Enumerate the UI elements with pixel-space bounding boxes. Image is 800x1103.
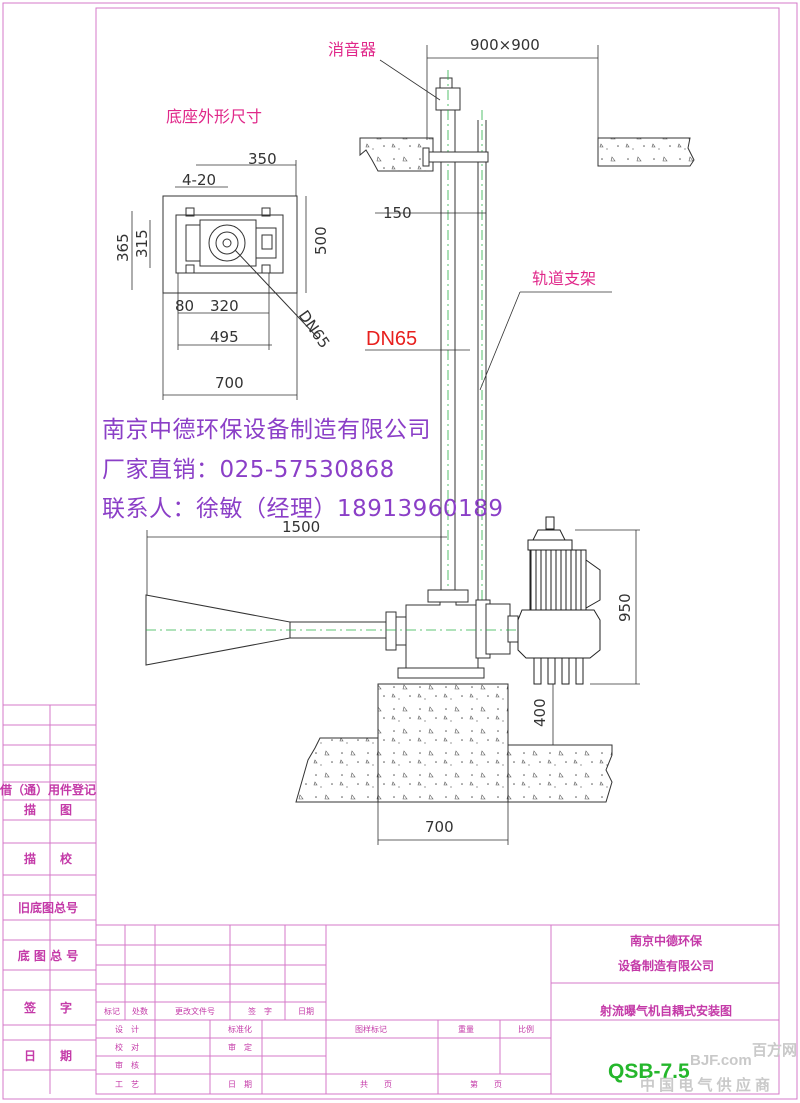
watermark-brand: 百方网 bbox=[752, 1041, 797, 1059]
dim-1500: 1500 bbox=[282, 518, 320, 536]
ejector-cone bbox=[145, 594, 407, 666]
overlay-company-name: 南京中德环保设备制造有限公司 bbox=[102, 417, 431, 443]
title-block bbox=[96, 924, 779, 1094]
base-dims-title: 底座外形尺寸 bbox=[166, 107, 262, 126]
col-count: 处数 bbox=[132, 1006, 148, 1016]
row-review: 审 核 bbox=[115, 1060, 139, 1070]
sheet-no: 第 页 bbox=[470, 1079, 502, 1089]
dim-900x900: 900×900 bbox=[470, 36, 540, 54]
margin-row-4: 旧底图总号 bbox=[18, 900, 78, 915]
margin-row-5: 底 图 总 号 bbox=[18, 948, 79, 963]
top-span-dimension bbox=[426, 45, 599, 140]
dim-80: 80 bbox=[175, 297, 194, 315]
base-plan-view bbox=[162, 195, 319, 339]
dim-495: 495 bbox=[210, 328, 239, 346]
dim-320: 320 bbox=[210, 297, 239, 315]
dim-350: 350 bbox=[248, 150, 277, 168]
row-audit: 审 定 bbox=[228, 1042, 252, 1052]
dn65-main-label: DN65 bbox=[366, 328, 417, 350]
dim-400: 400 bbox=[531, 698, 549, 727]
muffler-leader bbox=[379, 59, 441, 101]
top-bracket bbox=[422, 147, 489, 167]
dim-700-foundation: 700 bbox=[425, 818, 454, 836]
col-sign: 签 字 bbox=[248, 1006, 272, 1016]
dim-1500-line bbox=[146, 530, 447, 600]
row-date: 日 期 bbox=[228, 1080, 252, 1089]
watermark-slogan: 中 国 电 气 供 应 商 bbox=[640, 1076, 770, 1094]
dim-500: 500 bbox=[312, 226, 330, 255]
margin-row-3: 描 校 bbox=[24, 851, 73, 866]
rail-bracket-label: 轨道支架 bbox=[532, 269, 596, 288]
dim-700-foundation-line bbox=[377, 802, 509, 845]
muffler-label: 消音器 bbox=[328, 40, 376, 59]
watermark-logo: BJF.com bbox=[690, 1052, 752, 1069]
dim-700-base: 700 bbox=[215, 374, 244, 392]
margin-row-7: 日 期 bbox=[24, 1048, 72, 1063]
pump-motor bbox=[517, 516, 601, 685]
dim-4-20: 4-20 bbox=[182, 171, 216, 189]
title-company-2: 设备制造有限公司 bbox=[618, 958, 714, 973]
left-margin-table bbox=[3, 704, 96, 1094]
margin-row-1: 借（通）用件登记 bbox=[0, 782, 96, 797]
row-design: 设 计 bbox=[115, 1024, 139, 1034]
dim-365: 365 bbox=[114, 233, 132, 262]
mixing-chamber bbox=[397, 589, 519, 679]
row-process: 工 艺 bbox=[115, 1080, 139, 1089]
dim-315: 315 bbox=[133, 229, 151, 258]
margin-row-6: 签 字 bbox=[23, 1000, 72, 1015]
top-slab bbox=[359, 137, 695, 172]
dim-950: 950 bbox=[616, 593, 634, 622]
drawing-title: 射流曝气机自耦式安装图 bbox=[599, 1003, 732, 1018]
rail-leader bbox=[479, 291, 521, 391]
dn65-small-label: DN65 bbox=[295, 307, 334, 352]
dim-400-line bbox=[540, 684, 600, 746]
row-standardize: 标准化 bbox=[228, 1024, 252, 1034]
row-check: 校 对 bbox=[115, 1042, 139, 1052]
foundation bbox=[295, 683, 613, 803]
guide-rail bbox=[477, 120, 487, 600]
dim-950-line bbox=[575, 529, 640, 685]
title-company-1: 南京中德环保 bbox=[630, 933, 703, 948]
overlay-contact: 联系人：徐敏（经理）18913960189 bbox=[102, 496, 504, 522]
weight: 重量 bbox=[458, 1024, 474, 1034]
drawing-mark: 图样标记 bbox=[355, 1024, 387, 1034]
overlay-phone: 厂家直销：025-57530868 bbox=[102, 457, 395, 483]
col-change-doc: 更改文件号 bbox=[175, 1006, 215, 1016]
scale: 比例 bbox=[518, 1024, 534, 1034]
col-date: 日期 bbox=[298, 1007, 314, 1016]
dim-150: 150 bbox=[383, 204, 412, 222]
margin-row-2: 描 图 bbox=[24, 802, 72, 817]
model-number: QSB-7.5 bbox=[608, 1060, 690, 1083]
col-mark: 标记 bbox=[104, 1006, 120, 1016]
base-dimension-lines bbox=[131, 160, 307, 400]
total-sheets: 共 页 bbox=[360, 1080, 392, 1089]
